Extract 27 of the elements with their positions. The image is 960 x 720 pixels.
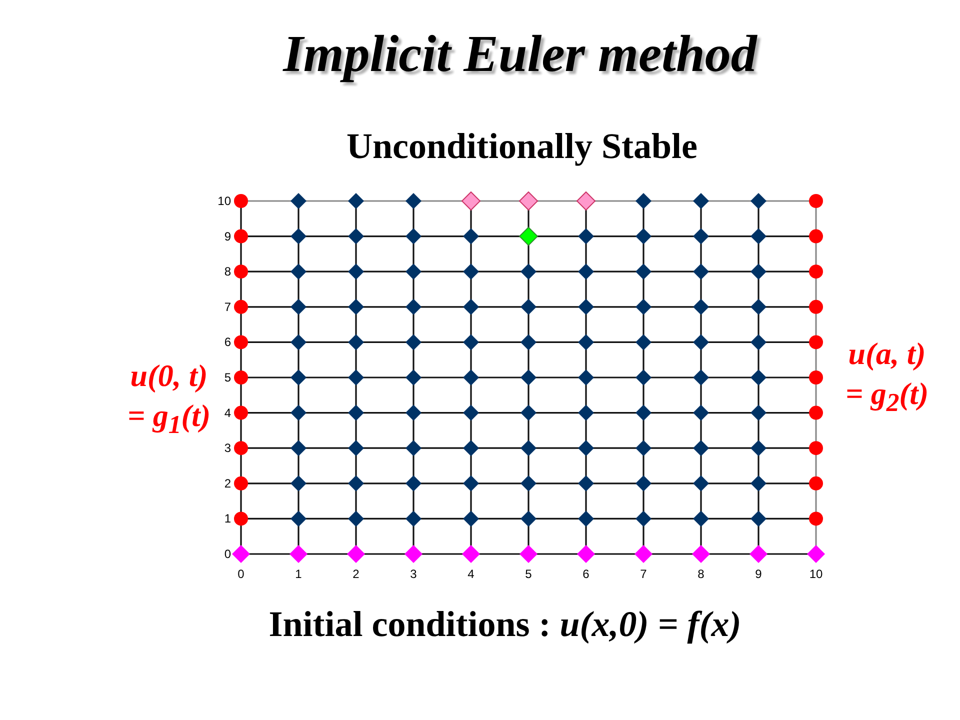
tick-label: 2: [224, 476, 231, 490]
tick-label: 3: [410, 567, 417, 581]
tick-label: 4: [224, 406, 231, 420]
tick-label: 6: [224, 335, 231, 350]
tick-label: 2: [352, 567, 360, 581]
tick-label: 10: [809, 567, 823, 581]
tick-label: 7: [224, 300, 231, 314]
title: Implicit Euler method: [283, 25, 757, 85]
caption: Initial conditions : u(x,0) = f(x): [268, 603, 742, 646]
tick-label: 3: [224, 441, 231, 456]
tick-label: 5: [525, 567, 532, 581]
tick-label: 4: [468, 567, 474, 581]
tick-label: 7: [640, 567, 647, 581]
tick-label: 8: [698, 567, 704, 581]
tick-label: 0: [224, 547, 231, 561]
tick-label: 5: [224, 370, 231, 384]
tick-label: 10: [218, 194, 231, 208]
boundary-condition: u(a, t) = g$_{2}$(t): [844, 335, 930, 420]
tick-label: 9: [755, 567, 762, 581]
tick-label: 1: [224, 512, 231, 526]
boundary-condition: u(0, t) = g$_{1}$(t): [126, 357, 212, 442]
tick-label: 0: [238, 567, 244, 581]
tick-label: 6: [582, 567, 590, 581]
tick-label: 1: [295, 567, 302, 581]
subtitle: Unconditionally Stable: [346, 125, 698, 168]
tick-label: 9: [224, 229, 231, 244]
tick-label: 8: [224, 264, 231, 279]
